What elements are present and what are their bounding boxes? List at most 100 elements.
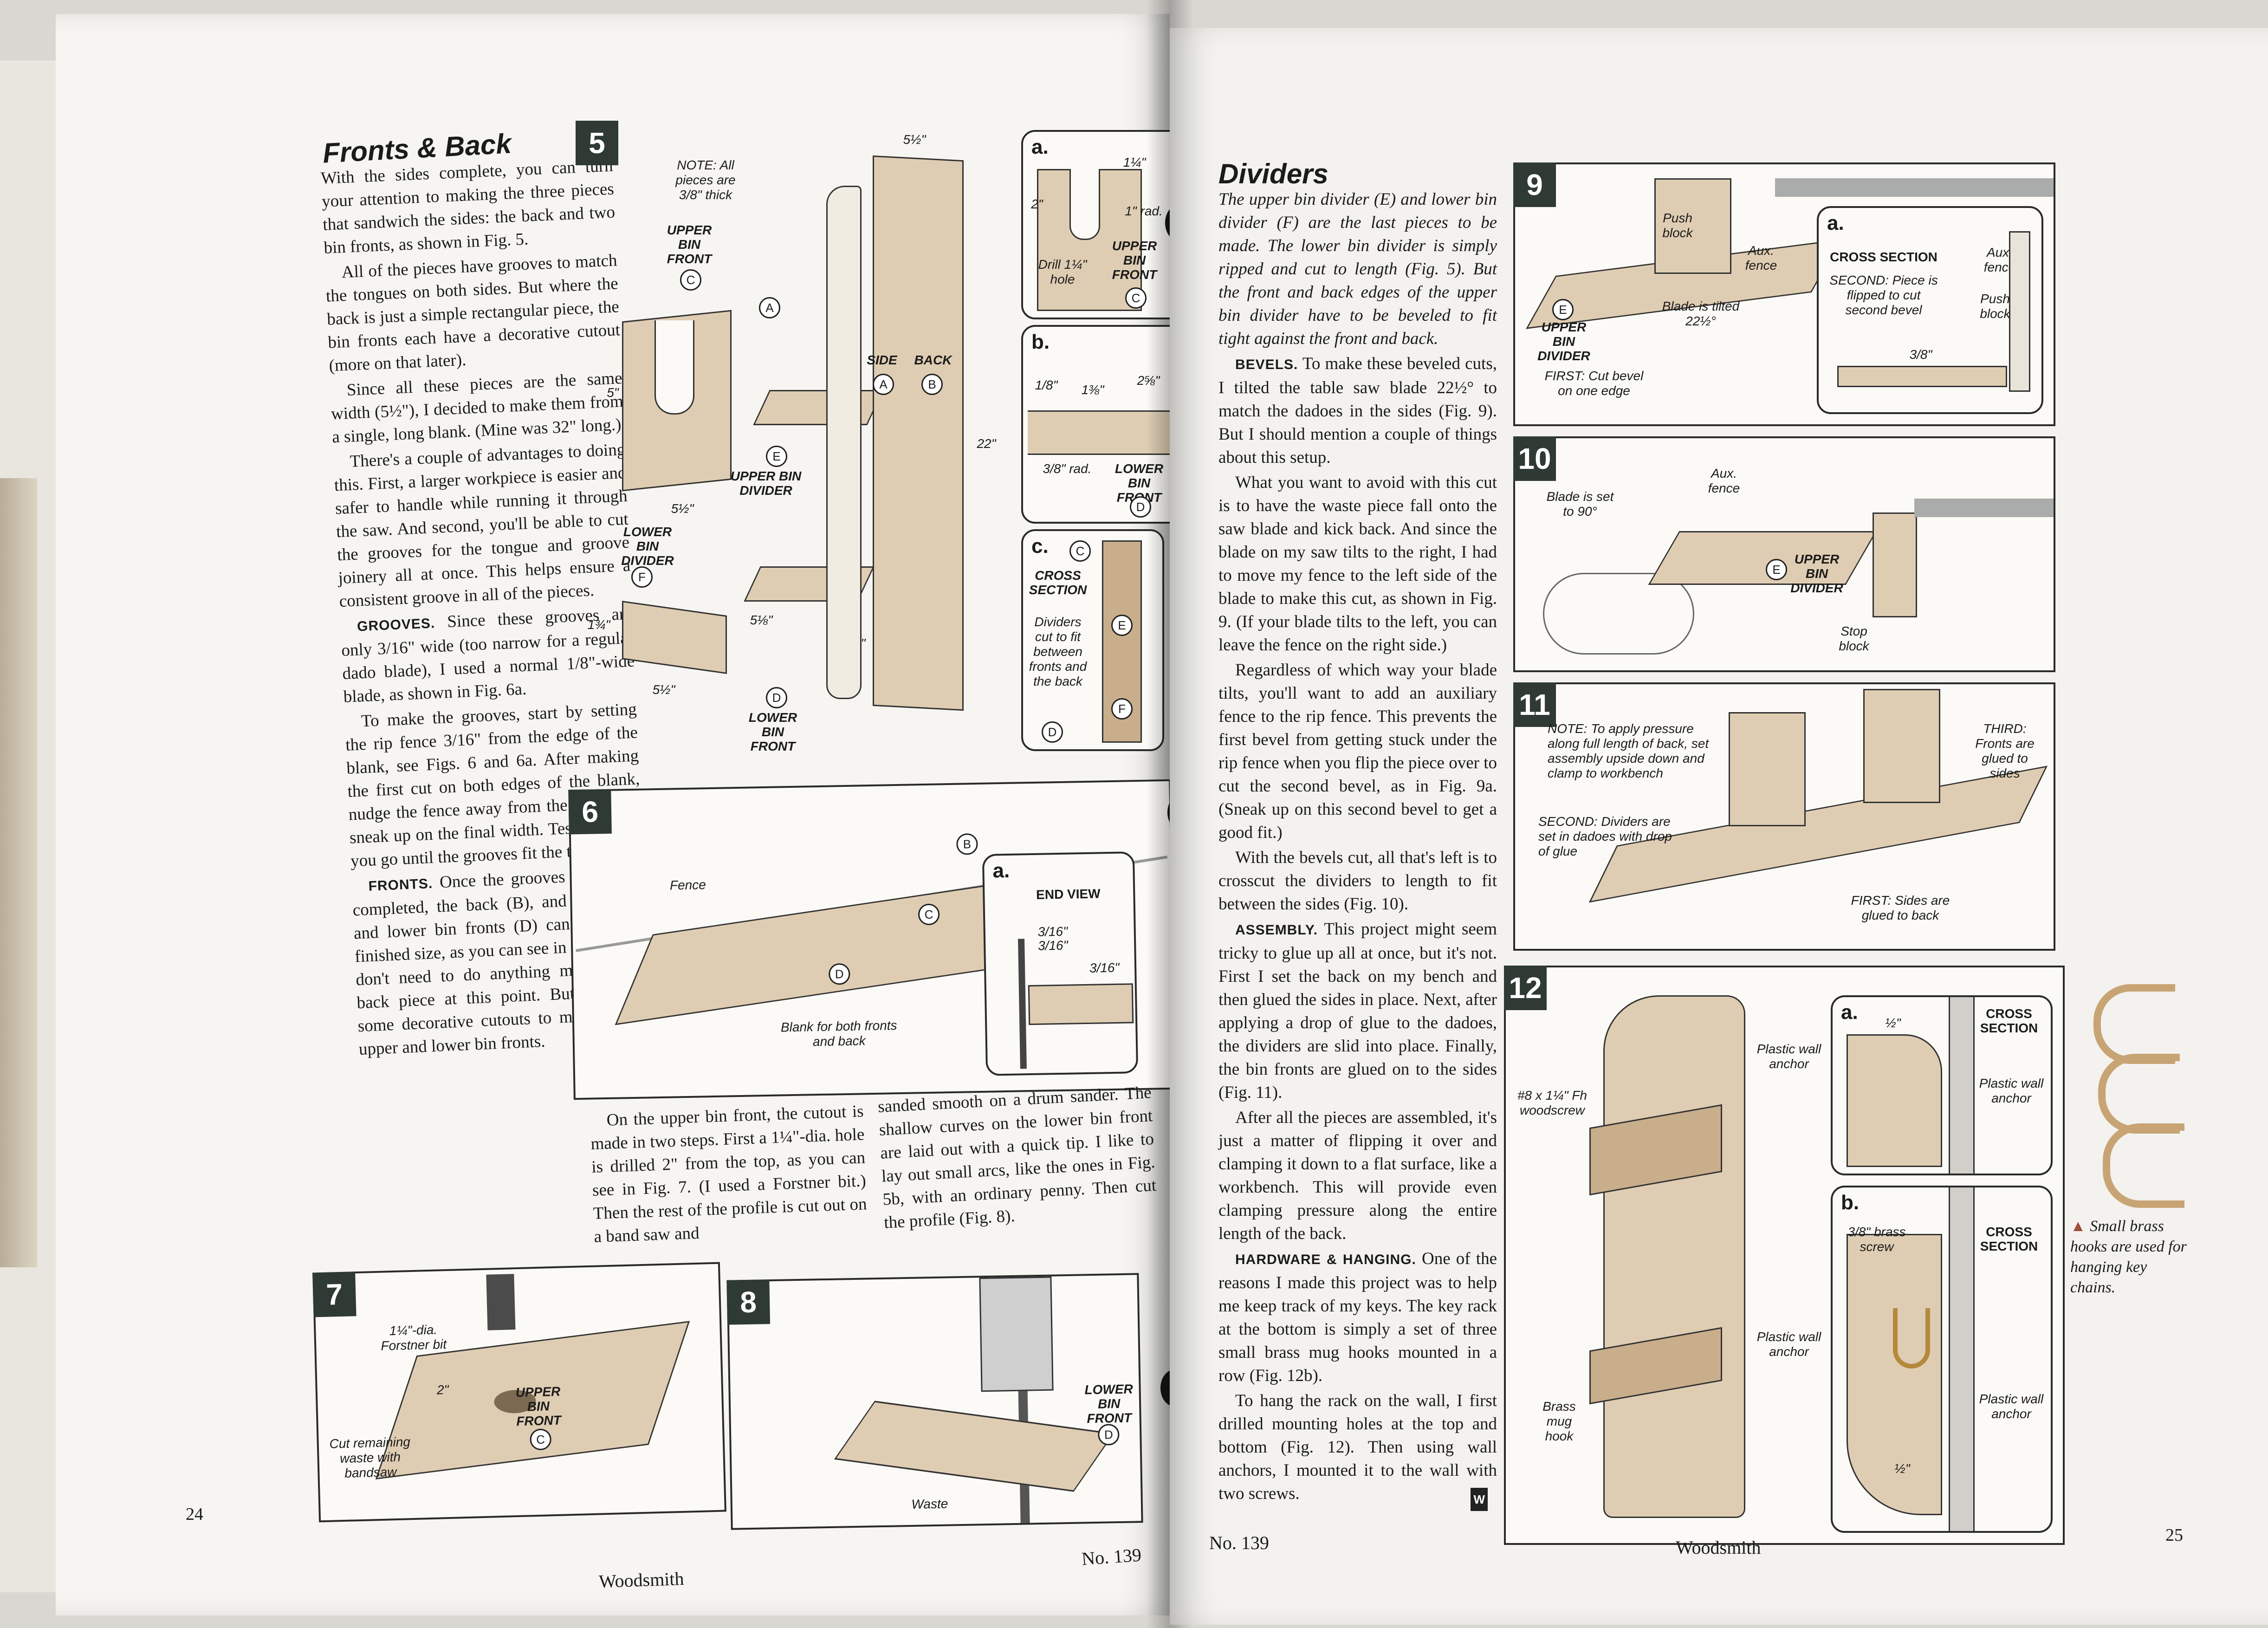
fig7-label: UPPER BIN FRONT	[515, 1384, 562, 1429]
paragraph: To make these beveled cuts, I tilted the…	[1218, 354, 1497, 467]
figure-5: 5 NOTE: All pieces are 3/8" thick UPPER …	[576, 121, 1188, 761]
dim: 3/8"	[1909, 347, 1932, 362]
fig10-label: UPPER BIN DIVIDER	[1790, 552, 1843, 595]
paragraph: The upper bin divider (E) and lower bin …	[1218, 190, 1497, 348]
dim: 2⅝"	[1130, 373, 1167, 388]
dim: 5½"	[903, 132, 926, 147]
runin-assembly: ASSEMBLY.	[1235, 922, 1318, 938]
inset-label: a.	[992, 859, 1010, 882]
fence	[1018, 939, 1027, 1069]
left-page: Fronts & Back With the sides complete, y…	[56, 14, 1183, 1615]
figure-number: 7	[312, 1271, 356, 1317]
fig5-label: LOWER BIN FRONT	[748, 710, 797, 753]
paragraph: With the bevels cut, all that's left is …	[1218, 848, 1497, 914]
fig5-label: LOWER BIN DIVIDER	[621, 525, 674, 568]
part-letter: E	[1766, 559, 1787, 580]
inset-title: CROSS SECTION	[1980, 1006, 2038, 1035]
right-footer-issue: No. 139	[1209, 1532, 1269, 1553]
figure-number: 10	[1513, 436, 1556, 481]
inset-label: a.	[1031, 136, 1049, 158]
fig5-note: NOTE: All pieces are 3/8" thick	[675, 158, 736, 202]
end-mark: W	[1471, 1488, 1488, 1511]
inset-note: Plastic wall anchor	[1979, 1076, 2044, 1105]
figure-10: 10 Blade is set to 90° Aux. fence E UPPE…	[1513, 436, 2055, 672]
underlying-photo	[0, 478, 37, 1267]
dim: 5½"	[671, 501, 694, 516]
paragraph: To hang the rack on the wall, I first dr…	[1218, 1391, 1497, 1503]
inset-note: Dividers cut to fit between fronts and t…	[1029, 615, 1087, 688]
figure-12: 12 #8 x 1¼" Fh woodscrew Plastic wall an…	[1504, 966, 2065, 1545]
right-footer-magazine: Woodsmith	[1676, 1537, 1761, 1558]
fig10-label: Stop block	[1839, 624, 1869, 653]
fig5-inset-c: c. CROSS SECTION Dividers cut to fit bet…	[1021, 529, 1164, 751]
part-letter: F	[631, 566, 653, 588]
part-letter: E	[1552, 299, 1574, 320]
aux-fence	[2009, 231, 2030, 392]
fig5-label: UPPER BIN DIVIDER	[730, 469, 802, 498]
bevel-piece	[1837, 366, 2007, 387]
fig5-label: SIDE	[867, 353, 897, 367]
part-letter: C	[1125, 287, 1147, 309]
right-column-1: The upper bin divider (E) and lower bin …	[1218, 188, 1497, 1511]
figure-6: 6 Fence Blank for both fronts and back B…	[568, 779, 1176, 1100]
inset-note: Drill 1¼" hole	[1038, 257, 1087, 286]
paragraph: What you want to avoid with this cut is …	[1218, 473, 1497, 655]
fig5-inset-b: b. 1/8" 1⅜" 2⅝" 3/8" rad. LOWER BIN FRON…	[1021, 325, 1183, 524]
brass-hooks-photo	[2075, 975, 2196, 1208]
paragraph: This project might seem tricky to glue u…	[1218, 920, 1497, 1102]
inset-note: LOWER BIN FRONT	[1115, 461, 1164, 505]
fig11-label: FIRST: Sides are glued to back	[1851, 893, 1950, 922]
fig9-label: Aux. fence	[1745, 243, 1777, 272]
dim: ½"	[1894, 1461, 1910, 1476]
right-heading: Dividers	[1218, 158, 1328, 189]
inset-label: b.	[1841, 1191, 1860, 1214]
underlying-page: 22	[0, 60, 83, 1592]
fig6-inset-a: a. END VIEW 3/16" 3/16" 3/16"	[982, 851, 1139, 1076]
paragraph: sanded smooth on a drum sander. The shal…	[877, 1083, 1157, 1232]
upper-bin-divider-piece	[753, 390, 884, 425]
dim: 1¾"	[587, 617, 610, 632]
inset-note: 3/8" brass screw	[1847, 1225, 1906, 1254]
dim: 5"	[607, 385, 619, 400]
fig10-label: Blade is set to 90°	[1546, 489, 1614, 519]
figure-number: 5	[576, 121, 618, 165]
wall-section	[1949, 997, 1975, 1174]
figure-number: 9	[1513, 162, 1556, 207]
stop-block	[1873, 512, 1917, 617]
back-piece	[873, 155, 964, 711]
lower-bin-front-blank	[834, 1401, 1115, 1492]
runin-grooves: GROOVES.	[356, 616, 435, 635]
key-rack-back	[1603, 995, 1745, 1518]
push-block	[1654, 178, 1731, 274]
aux-fence-bar	[1914, 499, 2054, 517]
left-footer-magazine: Woodsmith	[598, 1568, 685, 1592]
dim: 1¼"	[1123, 155, 1146, 169]
inset-label: b.	[1031, 331, 1050, 353]
dim: 5½"	[652, 682, 675, 697]
brass-hook-icon	[2093, 984, 2175, 1064]
bin-front	[1729, 712, 1806, 826]
fig8-label: LOWER BIN FRONT	[1084, 1382, 1133, 1426]
fig9-label: UPPER BIN DIVIDER	[1537, 320, 1590, 363]
wall-section	[1949, 1187, 1975, 1531]
figure-number: 6	[568, 789, 612, 835]
paragraph: One of the reasons I made this project w…	[1218, 1249, 1497, 1385]
bandsaw-guide	[979, 1276, 1054, 1392]
inset-label: a.	[1841, 1001, 1858, 1024]
side-piece	[826, 186, 862, 699]
fig5-label: UPPER BIN FRONT	[667, 223, 712, 266]
left-folio: 24	[186, 1505, 203, 1524]
fig9-inset-a: a. CROSS SECTION SECOND: Piece is flippe…	[1817, 206, 2043, 414]
figure-number: 11	[1513, 682, 1556, 727]
fig7-label: 1¼"-dia. Forstner bit	[381, 1322, 447, 1353]
rack-section	[1847, 1034, 1942, 1167]
fig12-inset-b: b. CROSS SECTION 3/8" brass screw Plasti…	[1831, 1186, 2053, 1533]
inset-note: Plastic wall anchor	[1979, 1392, 2044, 1421]
rip-fence	[1775, 178, 2054, 197]
runin-fronts: FRONTS.	[368, 876, 433, 894]
runin-bevels: BEVELS.	[1235, 357, 1298, 372]
fig6-label: Fence	[669, 877, 706, 893]
fig11-label: SECOND: Dividers are set in dadoes with …	[1538, 814, 1672, 858]
fig12-inset-a: a. CROSS SECTION ½" Plastic wall anchor	[1831, 995, 2053, 1175]
